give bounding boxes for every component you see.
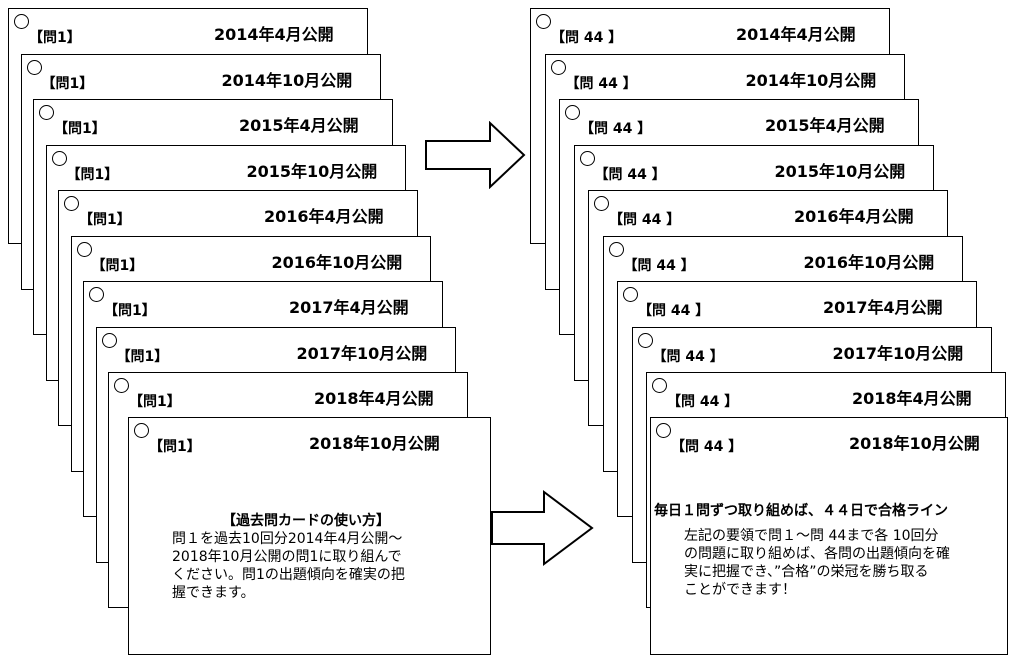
howto-line: ください。問1の出題傾向を確実の把 bbox=[172, 567, 405, 583]
release-date: 2018年10月公開 bbox=[849, 434, 980, 453]
release-date: 2016年10月公開 bbox=[271, 252, 403, 272]
checkbox-circle-icon[interactable] bbox=[623, 287, 638, 302]
checkbox-circle-icon[interactable] bbox=[89, 287, 104, 302]
question-label: 【問1】 bbox=[91, 257, 144, 274]
checkbox-circle-icon[interactable] bbox=[550, 59, 566, 75]
release-date: 2018年10月公開 bbox=[309, 434, 440, 453]
goal-line: 左記の要領で問１～問 44まで各 10回分 bbox=[684, 528, 939, 544]
question-label: 【問 44 】 bbox=[594, 166, 666, 183]
release-date: 2014年4月公開 bbox=[214, 25, 334, 44]
question-label: 【問1】 bbox=[149, 439, 201, 455]
question-label: 【問 44 】 bbox=[580, 121, 652, 137]
question-card: 【問1】 2018年10月公開 bbox=[128, 417, 491, 655]
question-label: 【問 44 】 bbox=[667, 394, 739, 410]
release-date: 2015年4月公開 bbox=[765, 116, 885, 135]
howto-body: 問１を過去10回分2014年4月公開～ 2018年10月公開の問1に取り組んで … bbox=[172, 530, 405, 602]
howto-line: 2018年10月公開の問1に取り組んで bbox=[172, 549, 402, 565]
goal-title: 毎日１問ずつ取り組めば、４４日で合格ライン bbox=[654, 503, 948, 519]
question-label: 【問1】 bbox=[54, 121, 106, 137]
question-label: 【問 44 】 bbox=[609, 212, 681, 228]
checkbox-circle-icon[interactable] bbox=[579, 150, 595, 166]
goal-line: ことができます！ bbox=[684, 582, 796, 598]
checkbox-circle-icon[interactable] bbox=[134, 423, 149, 438]
question-label: 【問 44 】 bbox=[652, 348, 724, 365]
question-label: 【問 44 】 bbox=[638, 303, 710, 319]
arrow-right-icon bbox=[491, 490, 594, 566]
checkbox-circle-icon[interactable] bbox=[64, 196, 79, 211]
checkbox-circle-icon[interactable] bbox=[637, 332, 653, 348]
release-date: 2018年4月公開 bbox=[314, 389, 434, 408]
checkbox-circle-icon[interactable] bbox=[536, 14, 551, 29]
checkbox-circle-icon[interactable] bbox=[114, 378, 129, 393]
release-date: 2017年4月公開 bbox=[289, 298, 409, 317]
arrow-right-icon bbox=[425, 121, 526, 189]
howto-line: 握できます。 bbox=[172, 585, 255, 601]
checkbox-circle-icon[interactable] bbox=[39, 105, 54, 120]
question-label: 【問 44 】 bbox=[565, 75, 637, 92]
release-date: 2017年4月公開 bbox=[823, 298, 943, 317]
howto-title: 【過去問カードの使い方】 bbox=[222, 513, 390, 529]
question-label: 【問1】 bbox=[129, 394, 181, 410]
release-date: 2015年4月公開 bbox=[239, 116, 359, 135]
question-label: 【問 44 】 bbox=[671, 439, 743, 455]
question-label: 【問1】 bbox=[116, 348, 169, 365]
release-date: 2014年10月公開 bbox=[745, 70, 877, 90]
goal-body: 左記の要領で問１～問 44まで各 10回分 の問題に取り組めば、各問の出題傾向を… bbox=[684, 527, 950, 599]
checkbox-circle-icon[interactable] bbox=[656, 423, 671, 438]
howto-line: 問１を過去10回分2014年4月公開～ bbox=[172, 531, 403, 547]
checkbox-circle-icon[interactable] bbox=[565, 105, 580, 120]
checkbox-circle-icon[interactable] bbox=[608, 241, 624, 257]
checkbox-circle-icon[interactable] bbox=[101, 332, 117, 348]
release-date: 2018年4月公開 bbox=[852, 389, 972, 408]
goal-line: の問題に取り組めば、各問の出題傾向を確 bbox=[684, 546, 950, 562]
question-label: 【問 44 】 bbox=[623, 257, 695, 274]
goal-line: 実に把握でき、”合格”の栄冠を勝ち取る bbox=[684, 564, 929, 580]
question-label: 【問1】 bbox=[29, 30, 81, 46]
question-card: 【問 44 】 2018年10月公開 bbox=[650, 417, 1008, 655]
release-date: 2015年10月公開 bbox=[246, 161, 378, 181]
question-label: 【問1】 bbox=[66, 166, 119, 183]
question-label: 【問1】 bbox=[41, 75, 94, 92]
checkbox-circle-icon[interactable] bbox=[594, 196, 609, 211]
checkbox-circle-icon[interactable] bbox=[26, 59, 42, 75]
release-date: 2016年4月公開 bbox=[264, 207, 384, 226]
release-date: 2017年10月公開 bbox=[296, 343, 428, 363]
checkbox-circle-icon[interactable] bbox=[51, 150, 67, 166]
checkbox-circle-icon[interactable] bbox=[76, 241, 92, 257]
release-date: 2016年4月公開 bbox=[794, 207, 914, 226]
release-date: 2017年10月公開 bbox=[832, 343, 964, 363]
checkbox-circle-icon[interactable] bbox=[652, 378, 667, 393]
release-date: 2014年10月公開 bbox=[221, 70, 353, 90]
release-date: 2014年4月公開 bbox=[736, 25, 856, 44]
release-date: 2016年10月公開 bbox=[803, 252, 935, 272]
checkbox-circle-icon[interactable] bbox=[14, 14, 29, 29]
question-label: 【問 44 】 bbox=[551, 30, 623, 46]
question-label: 【問1】 bbox=[79, 212, 131, 228]
question-label: 【問1】 bbox=[104, 303, 156, 319]
release-date: 2015年10月公開 bbox=[774, 161, 906, 181]
